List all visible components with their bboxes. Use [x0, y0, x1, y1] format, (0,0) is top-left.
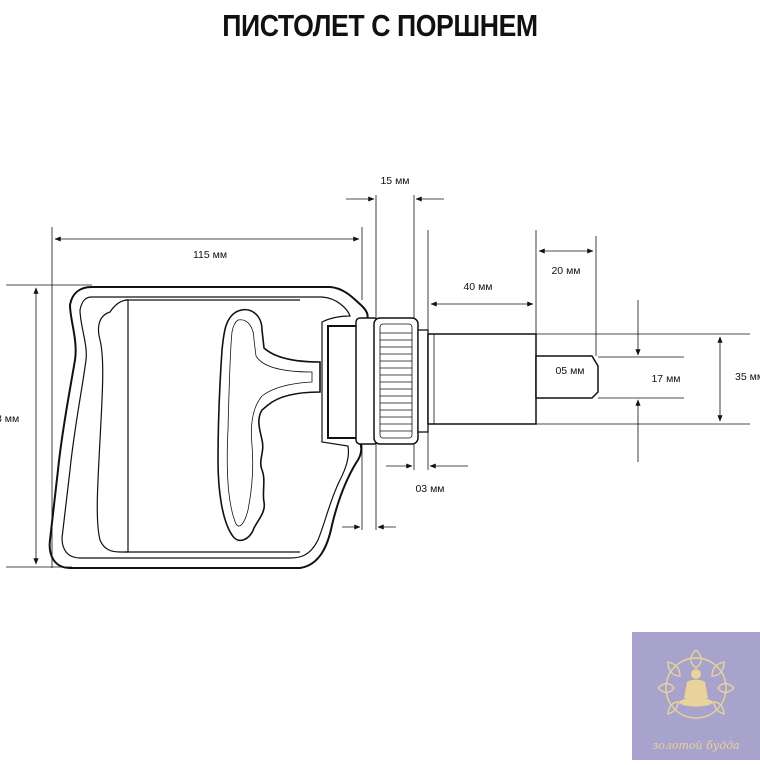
label-20mm: 20 мм: [551, 265, 580, 277]
label-115mm: 115 мм: [193, 249, 227, 261]
knurled-collar: [355, 317, 429, 445]
label-05mm: 05 мм: [555, 365, 584, 377]
label-35mm: 35 мм: [735, 371, 760, 383]
piston-cylinder: [427, 333, 537, 425]
label-15mm: 15 мм: [380, 175, 409, 187]
page-title: ПИСТОЛЕТ С ПОРШНЕМ: [222, 8, 538, 43]
label-03mm: 03 мм: [415, 483, 444, 495]
label-17mm: 17 мм: [651, 373, 680, 385]
lotus-buddha-icon: [657, 649, 735, 719]
pistol-handle: [48, 286, 369, 569]
label-8mm: 8 мм: [0, 413, 19, 425]
piston-tip: [535, 355, 599, 399]
dimension-lines: [6, 195, 750, 568]
label-40mm: 40 мм: [463, 281, 492, 293]
logo-text: золотой будда: [652, 739, 740, 752]
golden-buddha-logo: золотой будда: [632, 632, 760, 760]
